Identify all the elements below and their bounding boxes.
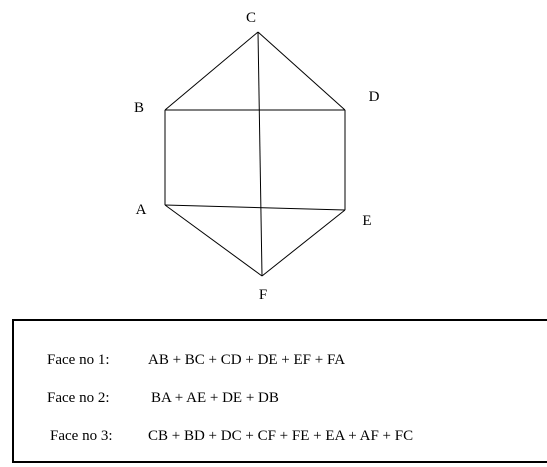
face-sum-2: BA + AE + DE + DB bbox=[151, 390, 279, 406]
face-label-3: Face no 3: bbox=[50, 428, 113, 444]
vertex-label-c: C bbox=[246, 10, 256, 26]
edge-cb bbox=[164, 31, 259, 111]
face-label-1: Face no 1: bbox=[47, 352, 110, 368]
face-label-2: Face no 2: bbox=[47, 390, 110, 406]
edge-cd bbox=[257, 31, 346, 111]
edge-cf bbox=[257, 31, 263, 277]
vertex-label-a: A bbox=[136, 202, 147, 218]
edge-af bbox=[164, 204, 263, 277]
face-sum-3: CB + BD + DC + CF + FE + EA + AF + FC bbox=[148, 428, 414, 444]
vertex-label-b: B bbox=[134, 100, 144, 116]
edge-ae bbox=[164, 204, 346, 211]
vertex-label-d: D bbox=[369, 89, 380, 105]
vertex-label-e: E bbox=[362, 213, 371, 229]
vertex-label-f: F bbox=[259, 287, 267, 303]
edge-ef bbox=[261, 209, 346, 277]
graph-diagram: C B D A E F bbox=[134, 10, 380, 303]
faces-legend-box: Face no 1: AB + BC + CD + DE + EF + FA F… bbox=[12, 319, 547, 463]
vertex-labels: C B D A E F bbox=[134, 10, 380, 303]
graph-edges bbox=[164, 31, 346, 277]
face-sum-1: AB + BC + CD + DE + EF + FA bbox=[148, 352, 346, 368]
